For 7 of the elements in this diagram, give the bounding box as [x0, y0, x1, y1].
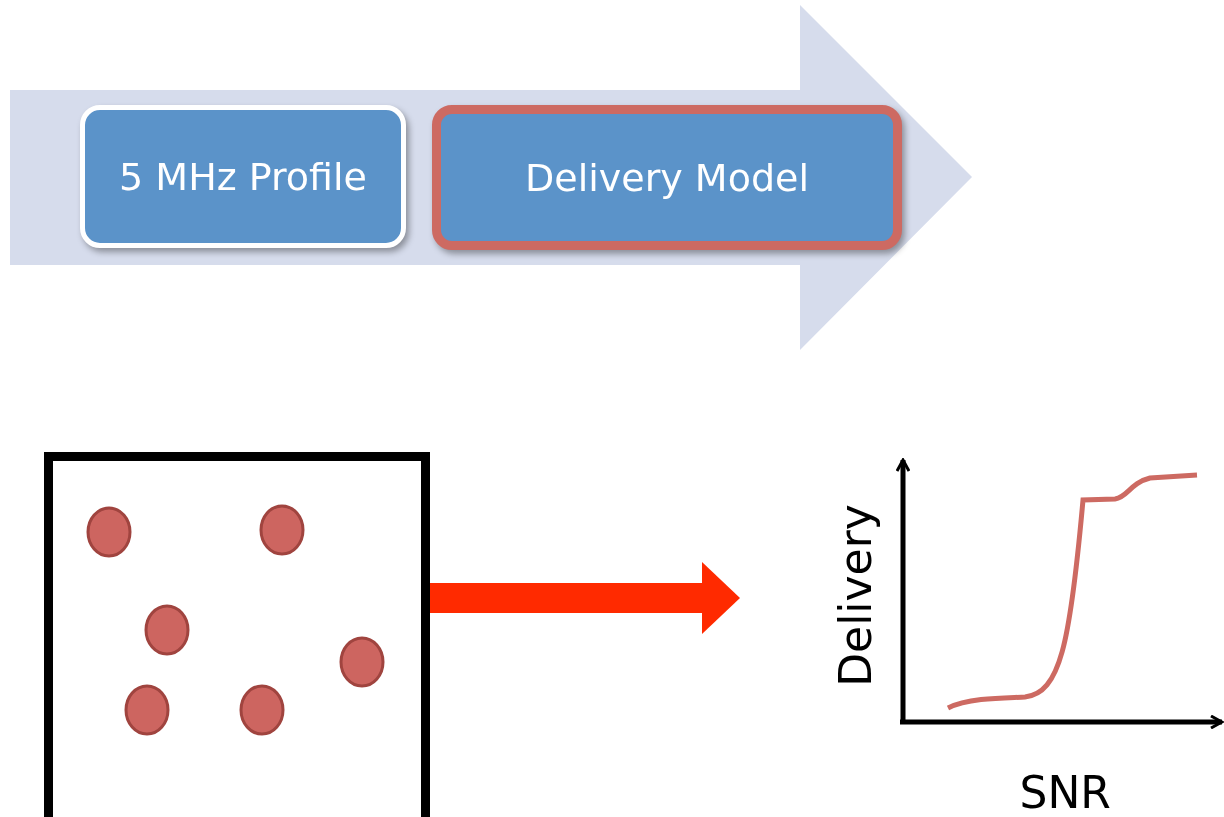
- process-box: 5 MHz Profile: [80, 105, 406, 248]
- axis-label: SNR: [1019, 766, 1111, 817]
- scatter-box-drawing: [44, 452, 430, 817]
- arrow: [430, 562, 740, 634]
- process-arrow-band: [10, 5, 975, 350]
- process-box: Delivery Model: [432, 105, 902, 250]
- axis-label: Delivery: [829, 503, 881, 687]
